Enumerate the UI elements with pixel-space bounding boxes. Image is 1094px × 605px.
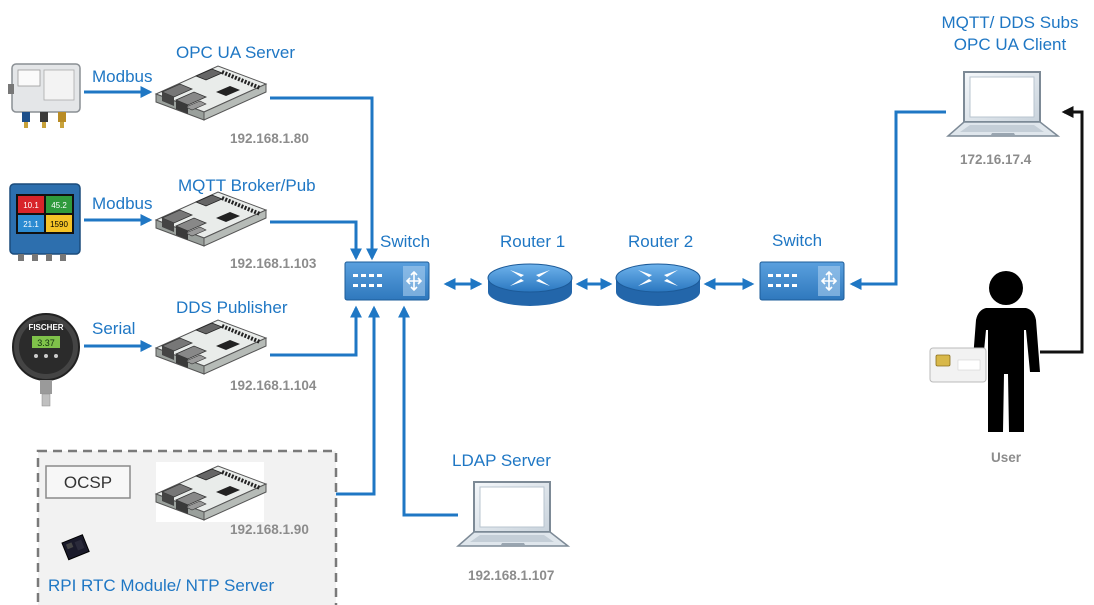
link-dds-to-switch [270,305,362,357]
rtc-module-chip [61,534,90,561]
link-user-to-client [1040,106,1084,354]
laptop-client [947,71,1059,137]
link-client-to-switch [849,110,946,290]
display-value-3: 21.1 [23,220,39,229]
display-value-1: 10.1 [23,201,39,210]
switch-left [344,261,430,301]
link-mqtt-to-switch [270,220,362,261]
ip-opc-ua-server: 192.168.1.80 [230,131,309,146]
protocol-label-modbus-1: Modbus [92,67,152,86]
smart-card-icon [929,347,987,383]
ip-dds-publisher: 192.168.1.104 [230,378,317,393]
link-ldap-to-switch [398,305,458,517]
digital-pressure-gauge-device: FISCHER 3.37 [12,313,80,407]
pressure-transmitter-device [8,63,81,128]
ip-ldap-server: 192.168.1.107 [468,568,554,583]
label-switch-right: Switch [772,231,822,250]
label-opc-ua-server: OPC UA Server [176,43,295,62]
raspberry-pi-mqtt-broker [154,190,268,248]
ip-mqtt-broker: 192.168.1.103 [230,256,317,271]
ocsp-label-box [45,465,131,499]
label-router-2: Router 2 [628,232,693,251]
laptop-ldap-server [457,481,569,547]
protocol-label-modbus-2: Modbus [92,194,152,213]
raspberry-pi-opc-server [154,64,268,122]
label-client-line1: MQTT/ DDS Subs [942,13,1079,32]
label-ldap-server: LDAP Server [452,451,551,470]
gauge-reading: 3.37 [37,338,55,348]
raspberry-pi-dds-publisher [154,318,268,376]
ocsp-label: OCSP [64,473,112,492]
label-router-1: Router 1 [500,232,565,251]
switch-right [759,261,845,301]
router-2 [615,263,701,307]
router-1 [487,263,573,307]
link-opc-to-switch [270,96,378,261]
ip-ocsp: 192.168.1.90 [230,522,309,537]
label-switch-left: Switch [380,232,430,251]
gauge-brand-label: FISCHER [28,323,63,332]
display-controller-device: 10.1 45.2 21.1 1590 [9,183,81,261]
protocol-label-serial: Serial [92,319,135,338]
label-client-line2: OPC UA Client [954,35,1067,54]
display-value-2: 45.2 [51,201,67,210]
display-value-4: 1590 [50,220,68,229]
ip-client: 172.16.17.4 [960,152,1032,167]
user-figure-icon [972,271,1040,432]
label-mqtt-broker: MQTT Broker/Pub [178,176,316,195]
label-dds-publisher: DDS Publisher [176,298,288,317]
label-user: User [991,450,1022,465]
label-rtc-module: RPI RTC Module/ NTP Server [48,576,274,595]
